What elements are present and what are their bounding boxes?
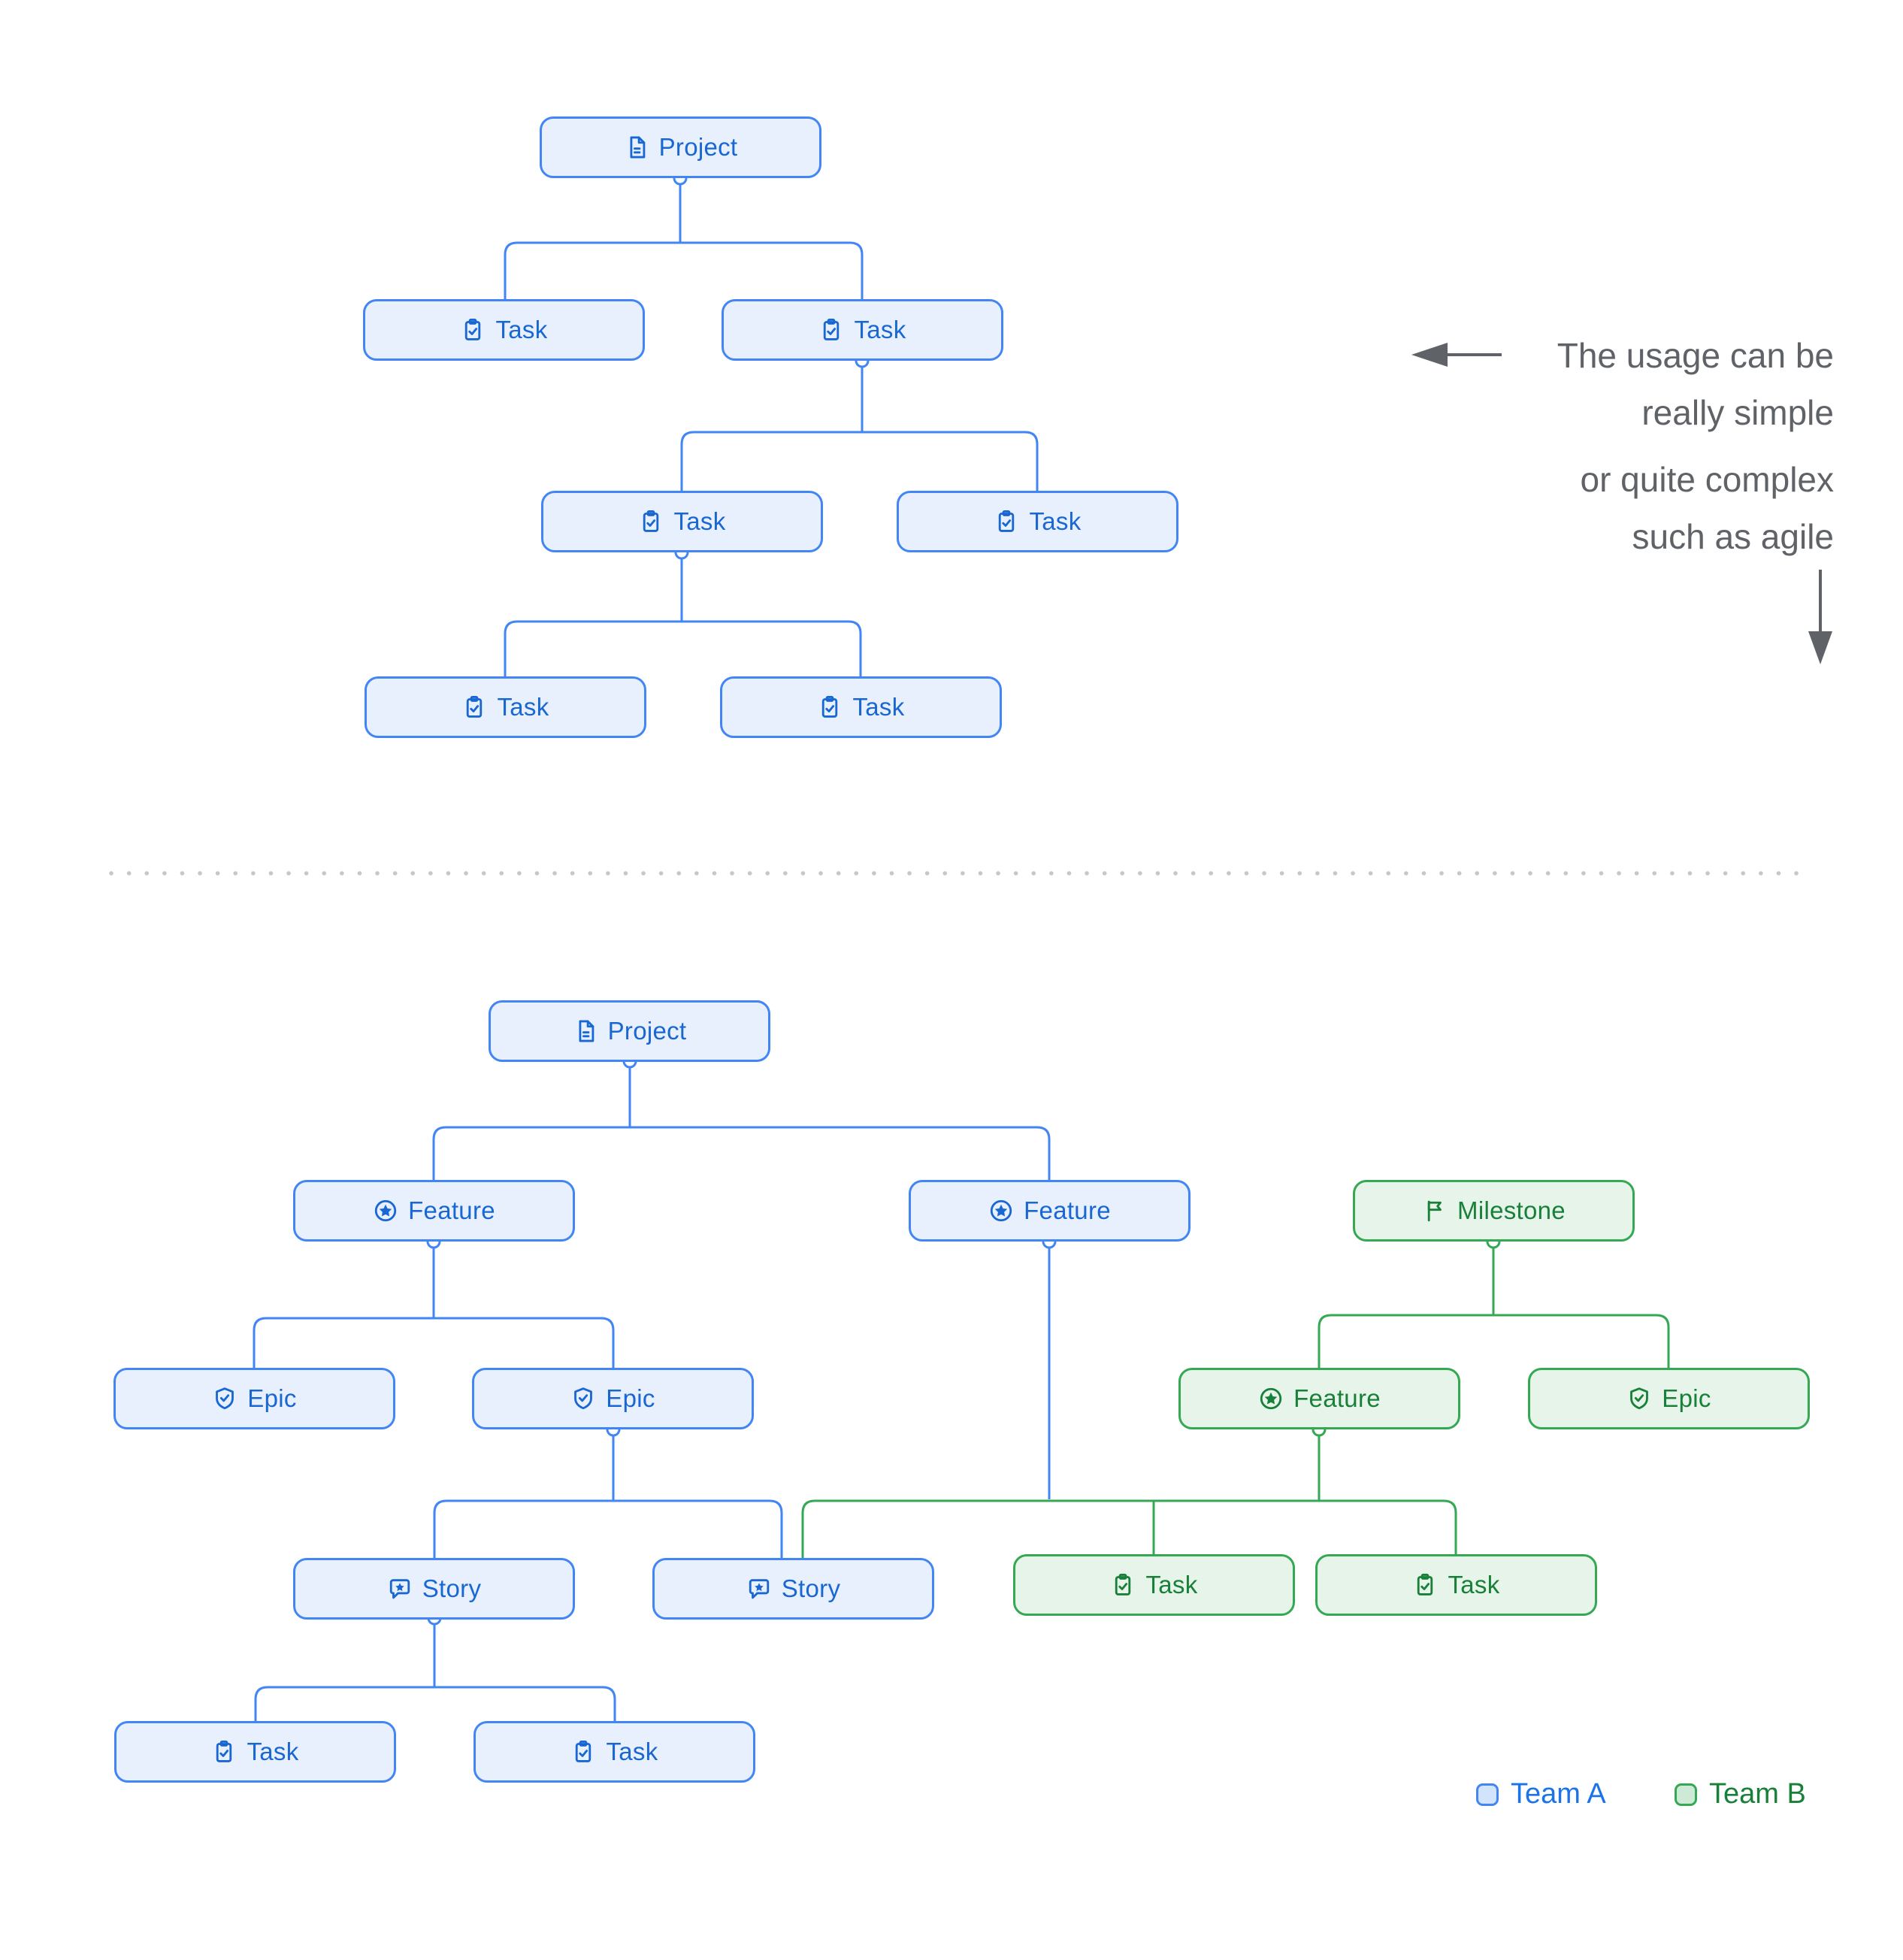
node-task-1[interactable]: Task	[363, 299, 645, 361]
node-task-blue-2[interactable]: Task	[473, 1721, 755, 1783]
legend-team-b: Team B	[1675, 1778, 1806, 1810]
team-a-swatch	[1476, 1783, 1499, 1806]
node-project-top[interactable]: Project	[540, 116, 821, 178]
node-task-green-1[interactable]: Task	[1013, 1554, 1295, 1616]
node-task-4[interactable]: Task	[897, 491, 1178, 552]
document-icon	[624, 135, 649, 160]
document-icon	[573, 1018, 598, 1044]
node-label: Feature	[1024, 1196, 1111, 1224]
team-a-edges	[253, 178, 1051, 1721]
node-milestone[interactable]: Milestone	[1353, 1180, 1635, 1242]
node-feature-left[interactable]: Feature	[293, 1180, 575, 1242]
node-label: Epic	[606, 1384, 655, 1412]
clipboard-check-icon	[570, 1739, 596, 1765]
star-circle-icon	[373, 1198, 398, 1223]
node-label: Task	[606, 1738, 658, 1765]
star-circle-icon	[988, 1198, 1014, 1223]
node-label: Task	[497, 693, 549, 721]
node-label: Project	[607, 1017, 687, 1045]
flag-icon	[1422, 1198, 1448, 1223]
annotation-complex: or quite complex such as agile	[1581, 451, 1835, 565]
node-epic-green[interactable]: Epic	[1528, 1368, 1810, 1429]
node-task-blue-1[interactable]: Task	[114, 1721, 396, 1783]
message-star-icon	[387, 1576, 413, 1602]
team-b-edges	[801, 1242, 1670, 1558]
node-label: Feature	[1293, 1384, 1381, 1412]
shield-check-icon	[1626, 1386, 1652, 1411]
annotation-simple: The usage can be really simple	[1557, 327, 1834, 441]
node-epic-2[interactable]: Epic	[472, 1368, 754, 1429]
annotation-arrows	[1411, 343, 1832, 664]
clipboard-check-icon	[461, 694, 487, 720]
annotation-line: or quite complex	[1580, 460, 1835, 499]
node-label: Task	[1145, 1571, 1198, 1599]
node-label: Milestone	[1457, 1196, 1566, 1224]
node-label: Story	[422, 1574, 482, 1602]
node-label: Story	[781, 1574, 841, 1602]
node-label: Task	[495, 316, 548, 343]
node-task-6[interactable]: Task	[720, 676, 1002, 738]
message-star-icon	[746, 1576, 772, 1602]
node-project-bottom[interactable]: Project	[489, 1000, 770, 1062]
team-b-swatch	[1675, 1783, 1697, 1806]
clipboard-check-icon	[1110, 1572, 1136, 1598]
shield-check-icon	[212, 1386, 237, 1411]
down-arrow-icon	[1808, 631, 1832, 664]
node-task-5[interactable]: Task	[365, 676, 646, 738]
clipboard-check-icon	[638, 509, 664, 534]
node-story-1[interactable]: Story	[293, 1558, 575, 1620]
clipboard-check-icon	[818, 317, 844, 343]
node-task-2[interactable]: Task	[722, 299, 1003, 361]
star-circle-icon	[1258, 1386, 1284, 1411]
node-label: Task	[854, 316, 906, 343]
node-feature-green[interactable]: Feature	[1178, 1368, 1460, 1429]
clipboard-check-icon	[460, 317, 486, 343]
node-label: Task	[1448, 1571, 1500, 1599]
shield-check-icon	[570, 1386, 596, 1411]
node-label: Project	[658, 133, 738, 161]
node-label: Epic	[247, 1384, 297, 1412]
left-arrow-icon	[1411, 343, 1448, 367]
node-label: Task	[673, 507, 726, 535]
node-task-green-2[interactable]: Task	[1315, 1554, 1597, 1616]
node-task-3[interactable]: Task	[541, 491, 823, 552]
clipboard-check-icon	[1412, 1572, 1438, 1598]
legend-label: Team A	[1511, 1778, 1606, 1810]
annotation-line: really simple	[1641, 393, 1834, 432]
node-label: Task	[247, 1738, 299, 1765]
annotation-line: such as agile	[1632, 517, 1835, 556]
node-feature-right[interactable]: Feature	[909, 1180, 1191, 1242]
clipboard-check-icon	[994, 509, 1019, 534]
clipboard-check-icon	[817, 694, 843, 720]
node-label: Feature	[408, 1196, 495, 1224]
node-epic-1[interactable]: Epic	[113, 1368, 395, 1429]
node-label: Task	[852, 693, 905, 721]
annotation-line: The usage can be	[1557, 336, 1834, 375]
node-label: Task	[1029, 507, 1082, 535]
node-story-2[interactable]: Story	[652, 1558, 934, 1620]
legend-team-a: Team A	[1476, 1778, 1606, 1810]
legend-label: Team B	[1709, 1778, 1806, 1810]
node-label: Epic	[1662, 1384, 1711, 1412]
clipboard-check-icon	[211, 1739, 237, 1765]
